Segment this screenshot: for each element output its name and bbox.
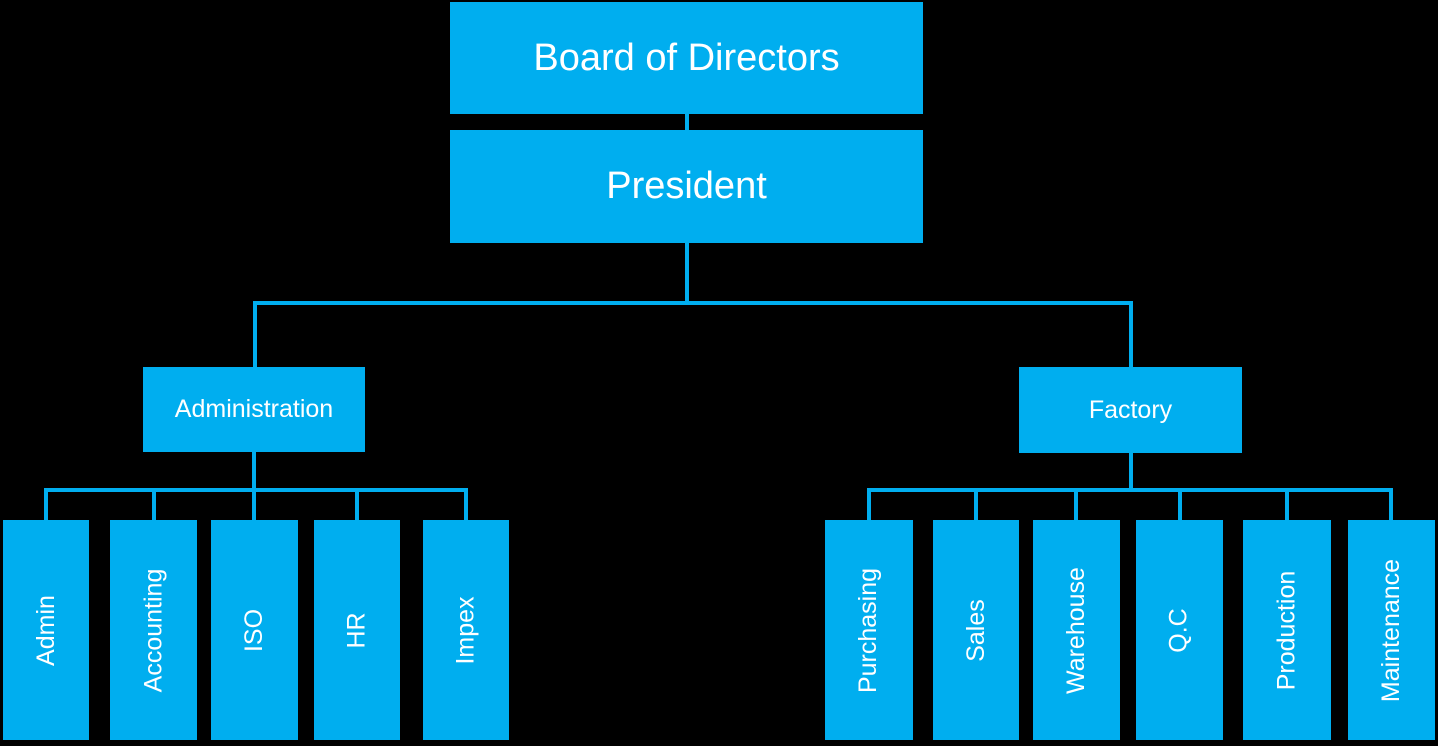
org-node-sales: Sales bbox=[933, 520, 1019, 740]
org-node-label: Impex bbox=[451, 595, 480, 665]
connector-stub-warehouse bbox=[1074, 492, 1078, 520]
org-node-accounting: Accounting bbox=[110, 520, 197, 740]
org-node-factory: Factory bbox=[1019, 367, 1242, 453]
org-node-hr: HR bbox=[314, 520, 400, 740]
connector-stub-admin bbox=[44, 492, 48, 520]
connector-stub-qc bbox=[1178, 492, 1182, 520]
connector-stub-maintenance bbox=[1389, 492, 1393, 520]
org-node-label: Administration bbox=[174, 395, 334, 423]
org-node-maintenance: Maintenance bbox=[1348, 520, 1435, 740]
org-node-label: Production bbox=[1272, 570, 1301, 690]
connector-stub-hr bbox=[355, 492, 359, 520]
org-node-administration: Administration bbox=[143, 367, 365, 452]
connector-administration-drop bbox=[253, 305, 257, 367]
connector-stub-impex bbox=[464, 492, 468, 520]
org-node-label: Maintenance bbox=[1377, 558, 1405, 702]
connector-stub-accounting bbox=[152, 492, 156, 520]
org-node-purchasing: Purchasing bbox=[825, 520, 913, 740]
org-node-label: Purchasing bbox=[854, 567, 883, 693]
connector-stub-purchasing bbox=[867, 492, 871, 520]
connector-factory-stem bbox=[1129, 453, 1133, 492]
org-node-label: President bbox=[606, 165, 767, 207]
org-node-qc: Q.C bbox=[1136, 520, 1223, 740]
org-node-label: Factory bbox=[1088, 395, 1173, 424]
org-node-label: Admin bbox=[31, 594, 60, 666]
org-node-warehouse: Warehouse bbox=[1033, 520, 1120, 740]
org-node-label: HR bbox=[342, 611, 371, 649]
org-node-label: Q.C bbox=[1164, 607, 1193, 653]
org-node-label: Accounting bbox=[139, 568, 168, 692]
connector-administration-stem bbox=[252, 452, 256, 492]
org-node-admin: Admin bbox=[3, 520, 89, 740]
connector-stub-sales bbox=[974, 492, 978, 520]
org-node-board-of-directors: Board of Directors bbox=[450, 2, 923, 114]
org-node-president: President bbox=[450, 130, 923, 243]
connector-stub-production bbox=[1285, 492, 1289, 520]
connector-board-president bbox=[685, 114, 689, 130]
connector-administration-rail bbox=[44, 488, 468, 492]
org-node-label: Sales bbox=[961, 598, 990, 662]
org-node-label: Board of Directors bbox=[533, 36, 840, 79]
org-node-impex: Impex bbox=[423, 520, 509, 740]
connector-president-drop bbox=[685, 243, 689, 305]
connector-factory-rail bbox=[867, 488, 1393, 492]
connector-branch-rail bbox=[253, 301, 1133, 305]
connector-stub-iso bbox=[252, 492, 256, 520]
connector-factory-drop bbox=[1129, 305, 1133, 367]
org-node-production: Production bbox=[1243, 520, 1331, 740]
org-node-label: Warehouse bbox=[1062, 566, 1091, 694]
org-node-label: ISO bbox=[239, 608, 268, 652]
org-node-iso: ISO bbox=[211, 520, 298, 740]
